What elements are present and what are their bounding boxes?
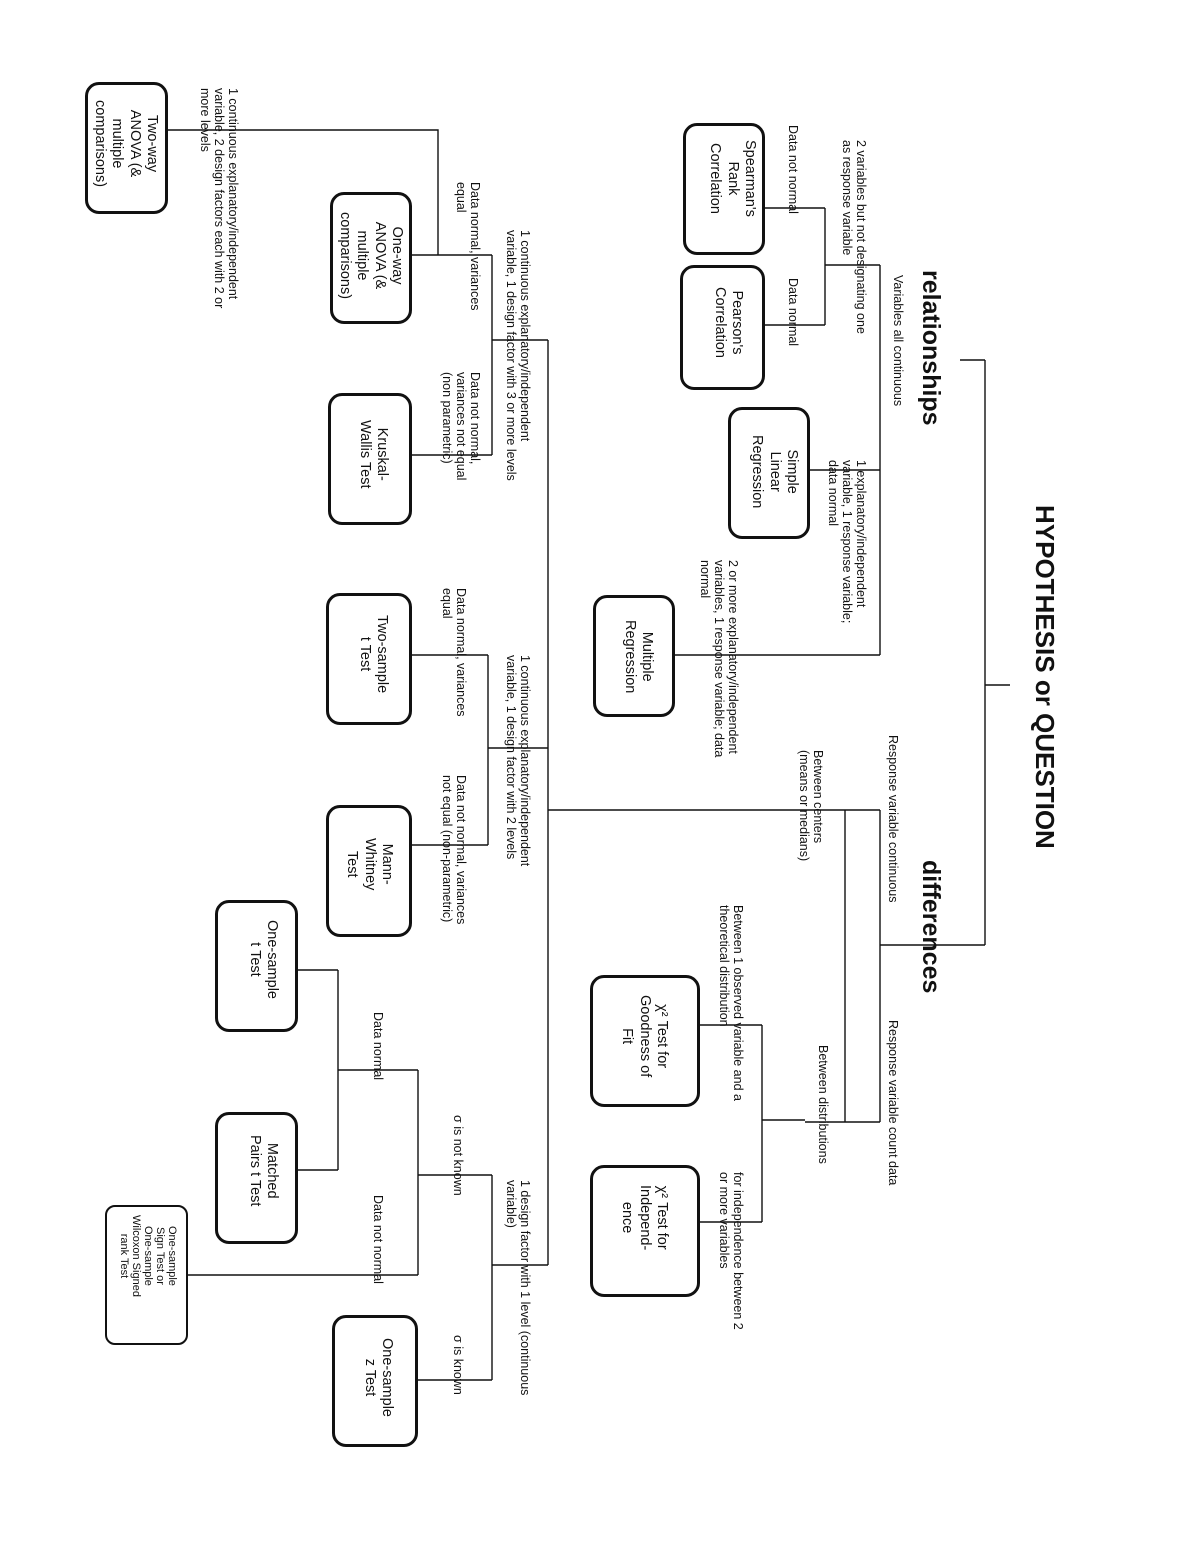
condition-sigma-known: σ is known [451, 1335, 465, 1395]
simple-regression-box [728, 407, 810, 539]
spearman-box [683, 123, 765, 255]
condition-variables-continuous: Variables all continuous [891, 275, 905, 407]
sign-test-box [105, 1205, 188, 1345]
condition-between-centers: Between centers(means or medians) [797, 750, 825, 862]
two-way-anova-box [85, 82, 168, 214]
condition-response-continuous: Response variable continuous [886, 735, 900, 903]
mann-whitney-box [326, 805, 412, 937]
one-way-anova-box [330, 192, 412, 324]
diagram-title: HYPOTHESIS or QUESTION [1030, 505, 1060, 849]
kruskal-wallis-label: Kruskal-Wallis Test [356, 420, 390, 489]
condition-sigma-not-known: σ is not known [451, 1115, 465, 1196]
two-sample-t-box [326, 593, 412, 725]
condition-data-normal: Data normal [786, 278, 800, 347]
chi-square-independence-box [590, 1165, 700, 1297]
differences-heading: differences [917, 860, 945, 994]
condition-data-not-normal: Data not normal [786, 125, 800, 214]
condition-data-normal-one-sample: Data normal [371, 1012, 385, 1081]
relationships-heading: relationships [917, 270, 945, 426]
condition-between-distributions: Between distributions [816, 1045, 830, 1164]
one-sample-t-box [215, 900, 298, 1032]
kruskal-wallis-box [328, 393, 412, 525]
chi-square-gof-box [590, 975, 700, 1107]
condition-data-not-normal-one-sample: Data not normal [371, 1195, 385, 1284]
matched-pairs-box [215, 1112, 298, 1244]
pearson-box [680, 265, 765, 390]
condition-response-count: Response variable count data [886, 1020, 900, 1186]
one-sample-z-box [332, 1315, 418, 1447]
condition-not-normal-3: Data not normal,variances not equal(non … [440, 372, 482, 481]
condition-design-factor-1-level: 1 design factor with 1 level (continuous… [504, 1180, 532, 1396]
multiple-regression-box [593, 595, 675, 717]
